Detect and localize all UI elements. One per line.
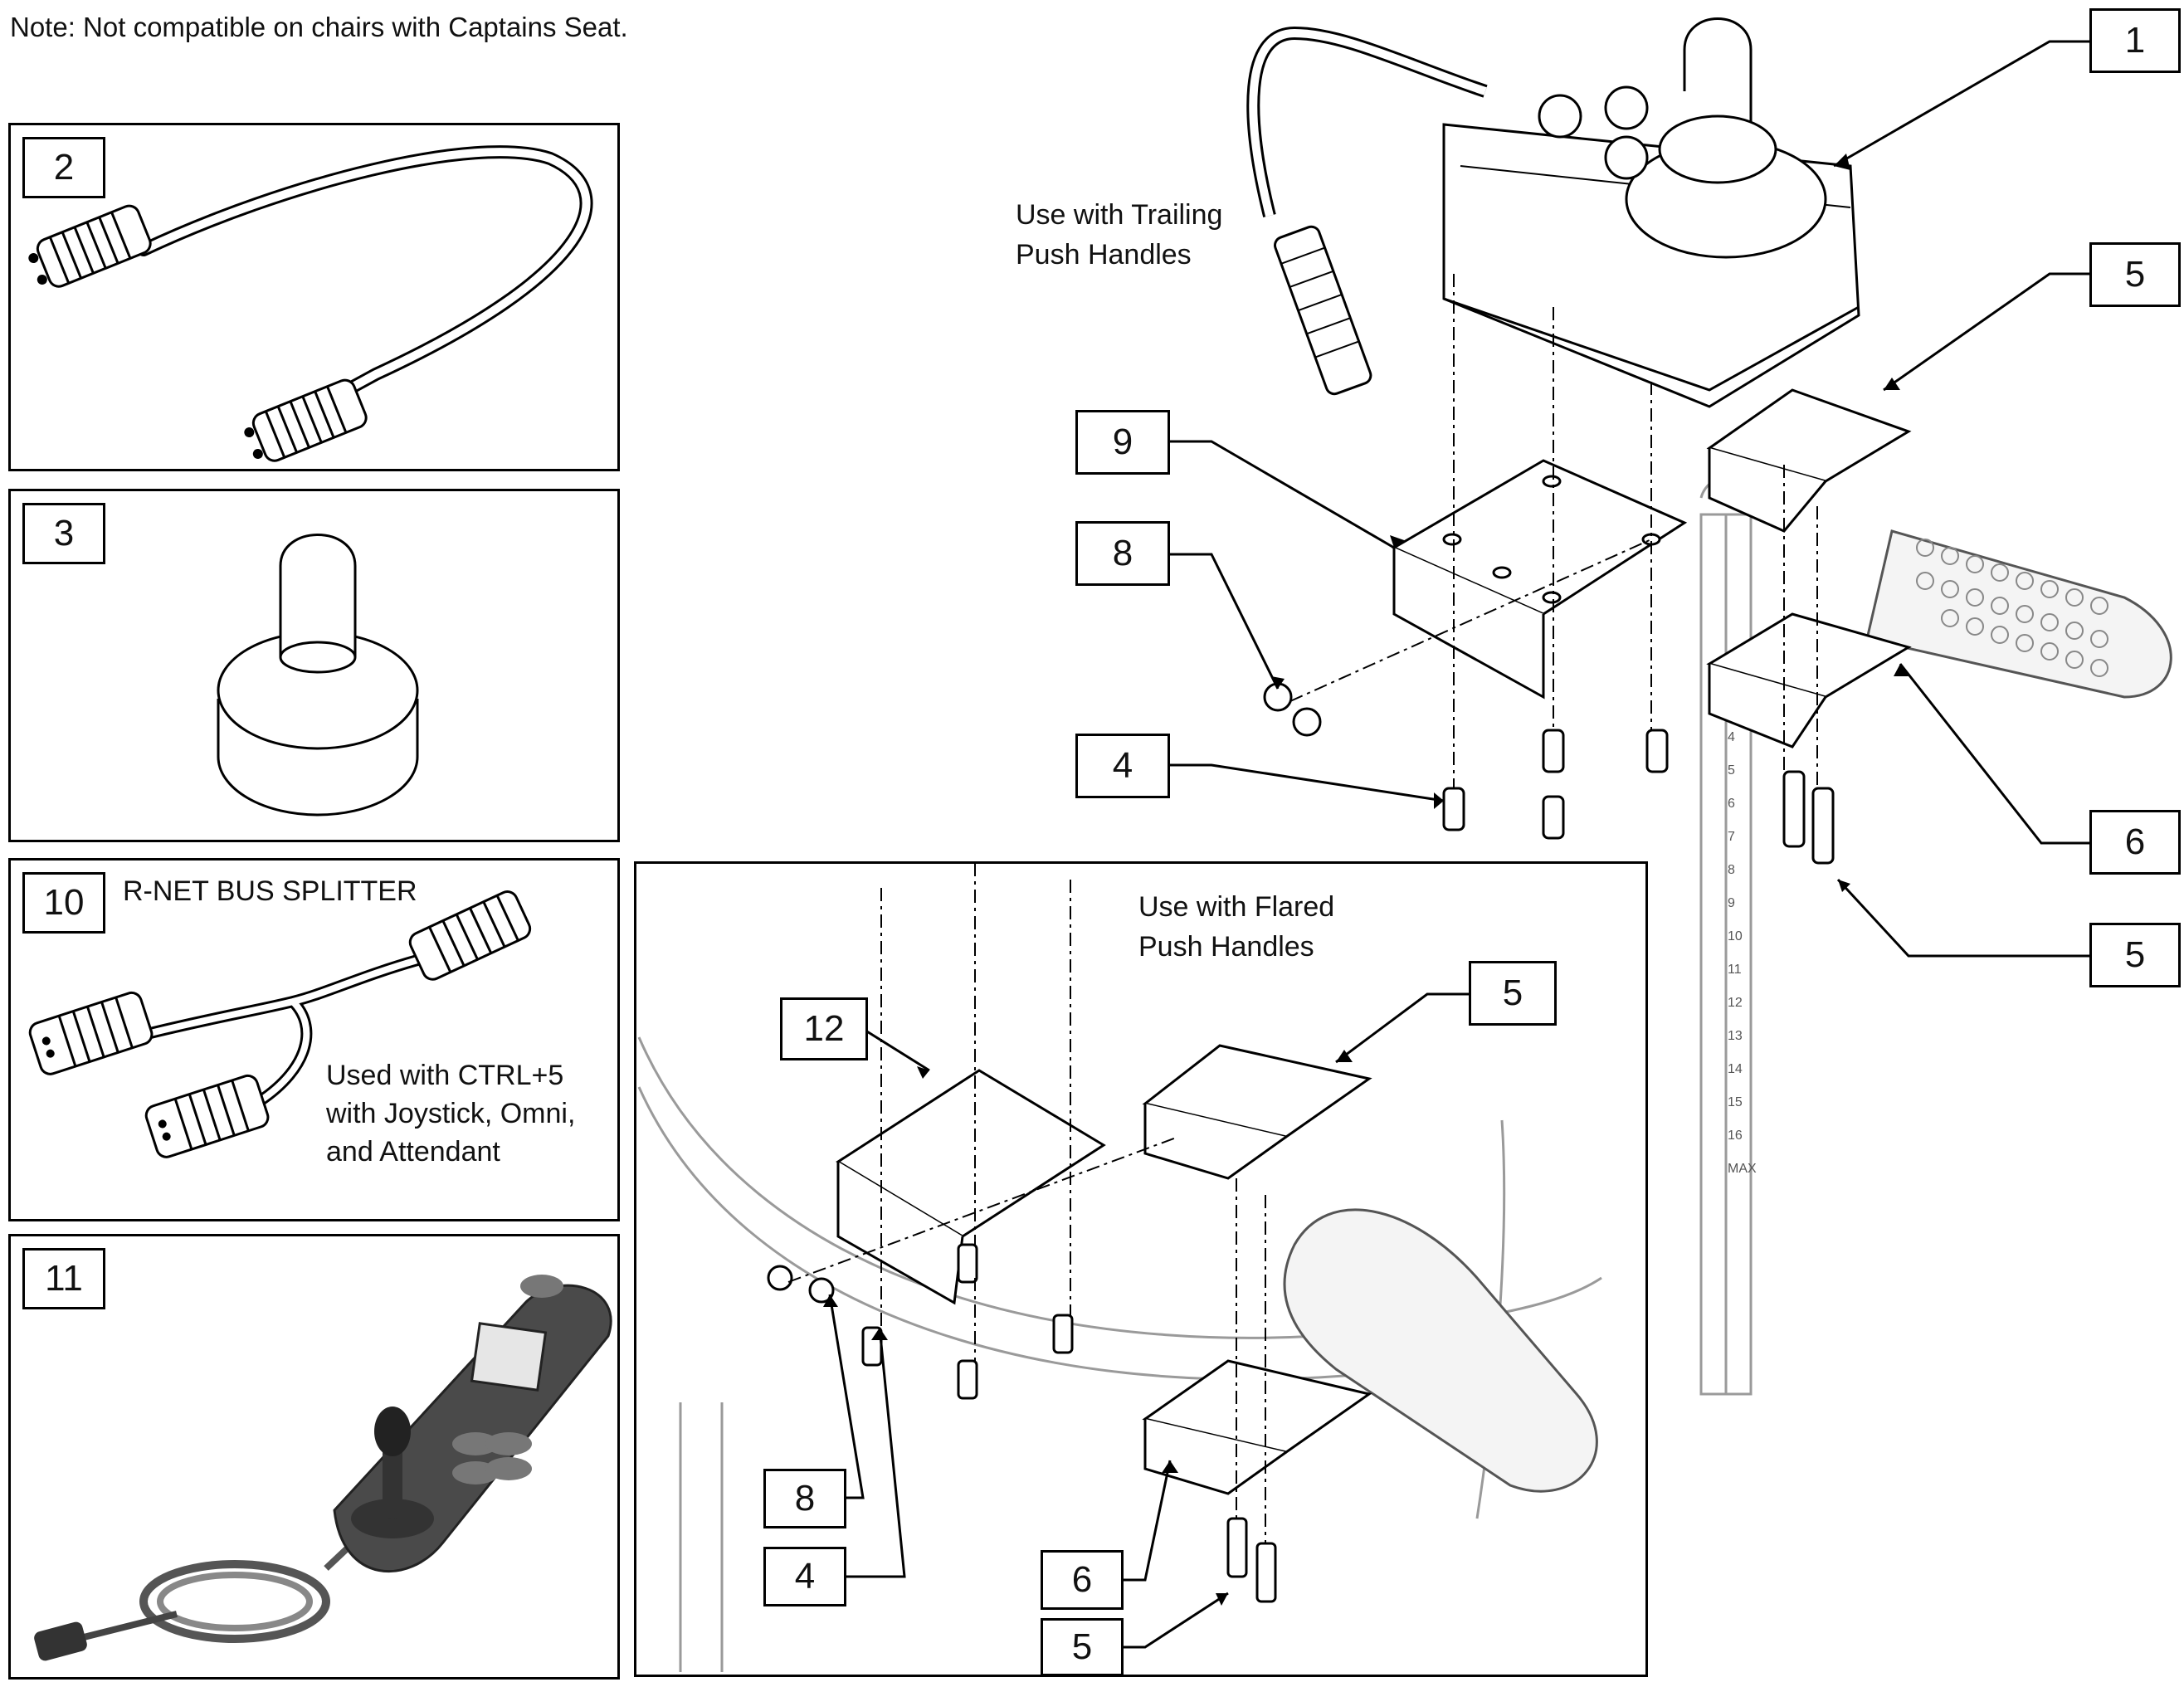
ruler-mark: 6 <box>1728 797 1735 811</box>
panel-item-2: 2 <box>8 123 620 471</box>
ruler-mark: 13 <box>1728 1029 1743 1043</box>
callout-4: 4 <box>763 1547 846 1606</box>
panel-item-11: 11 <box>8 1234 620 1680</box>
panel-item-10: 10 R-NET BUS SPLITTER Used with CTRL+5 w… <box>8 858 620 1221</box>
callout-8: 8 <box>1075 521 1170 586</box>
ruler: 4 5 6 7 8 9 10 11 12 13 14 15 16 MAX <box>1728 730 1757 1394</box>
flared-handle-panel <box>634 861 1648 1677</box>
panel-11-number: 11 <box>22 1248 105 1309</box>
callout-6: 6 <box>2089 810 2181 875</box>
bus-cable-illustration <box>28 145 593 462</box>
callout-12: 12 <box>780 997 868 1060</box>
joystick-controller-illustration <box>34 1275 612 1661</box>
clamp-bottom-flared <box>1142 1359 1372 1495</box>
splitter-line-2: with Joystick, Omni, <box>326 1098 576 1129</box>
clamp-bottom-trailing <box>1706 612 1912 748</box>
ruler-mark: 4 <box>1728 730 1735 744</box>
screws-trailing <box>1263 682 1835 865</box>
flared-grip <box>1283 1208 1598 1493</box>
callout-4: 4 <box>1075 734 1170 798</box>
callout-9: 9 <box>1075 410 1170 475</box>
panel-2-number: 2 <box>22 137 105 198</box>
callout-8: 8 <box>763 1469 846 1528</box>
ruler-mark: 16 <box>1728 1129 1743 1143</box>
flared-label-line-1: Use with Flared <box>1138 891 1335 923</box>
clamp-top-flared <box>1142 1044 1372 1180</box>
callout-5: 5 <box>1041 1618 1124 1676</box>
ruler-mark: 9 <box>1728 896 1735 910</box>
callout-5: 5 <box>2089 923 2181 987</box>
callout-6: 6 <box>1041 1550 1124 1610</box>
trailing-grip <box>1865 529 2172 699</box>
mounting-plate-9 <box>1391 459 1688 700</box>
trailing-label-line-2: Push Handles <box>1016 239 1192 271</box>
splitter-line-3: and Attendant <box>326 1136 500 1168</box>
callout-5: 5 <box>2089 242 2181 307</box>
screws-flared <box>767 1243 1277 1603</box>
ruler-mark: 5 <box>1728 763 1735 778</box>
joystick-module <box>1442 17 1860 408</box>
callout-5: 5 <box>1469 961 1557 1026</box>
trailing-label-line-1: Use with Trailing <box>1016 199 1223 231</box>
ruler-max-label: MAX <box>1728 1162 1757 1176</box>
callout-1: 1 <box>2089 8 2181 73</box>
ruler-mark: 14 <box>1728 1062 1743 1076</box>
connector-left <box>28 204 152 288</box>
panel-3-number: 3 <box>22 503 105 564</box>
clamp-top-trailing <box>1706 388 1912 533</box>
splitter-title: R-NET BUS SPLITTER <box>123 875 417 907</box>
connector-right <box>244 378 368 462</box>
splitter-line-1: Used with CTRL+5 <box>326 1060 564 1091</box>
panel-item-3: 3 <box>8 489 620 842</box>
joystick-knob-illustration <box>217 534 419 817</box>
panel-10-number: 10 <box>22 872 105 934</box>
flared-label-line-2: Push Handles <box>1138 931 1314 963</box>
ruler-mark: 8 <box>1728 863 1735 877</box>
ruler-mark: 7 <box>1728 830 1735 844</box>
mounting-plate-12 <box>836 1069 1106 1305</box>
compatibility-note: Note: Not compatible on chairs with Capt… <box>10 12 628 42</box>
ruler-mark: 12 <box>1728 996 1743 1010</box>
ruler-mark: 15 <box>1728 1095 1743 1109</box>
ruler-mark: 11 <box>1728 963 1742 977</box>
bus-splitter-illustration <box>28 890 532 1158</box>
ruler-mark: 10 <box>1728 929 1743 943</box>
